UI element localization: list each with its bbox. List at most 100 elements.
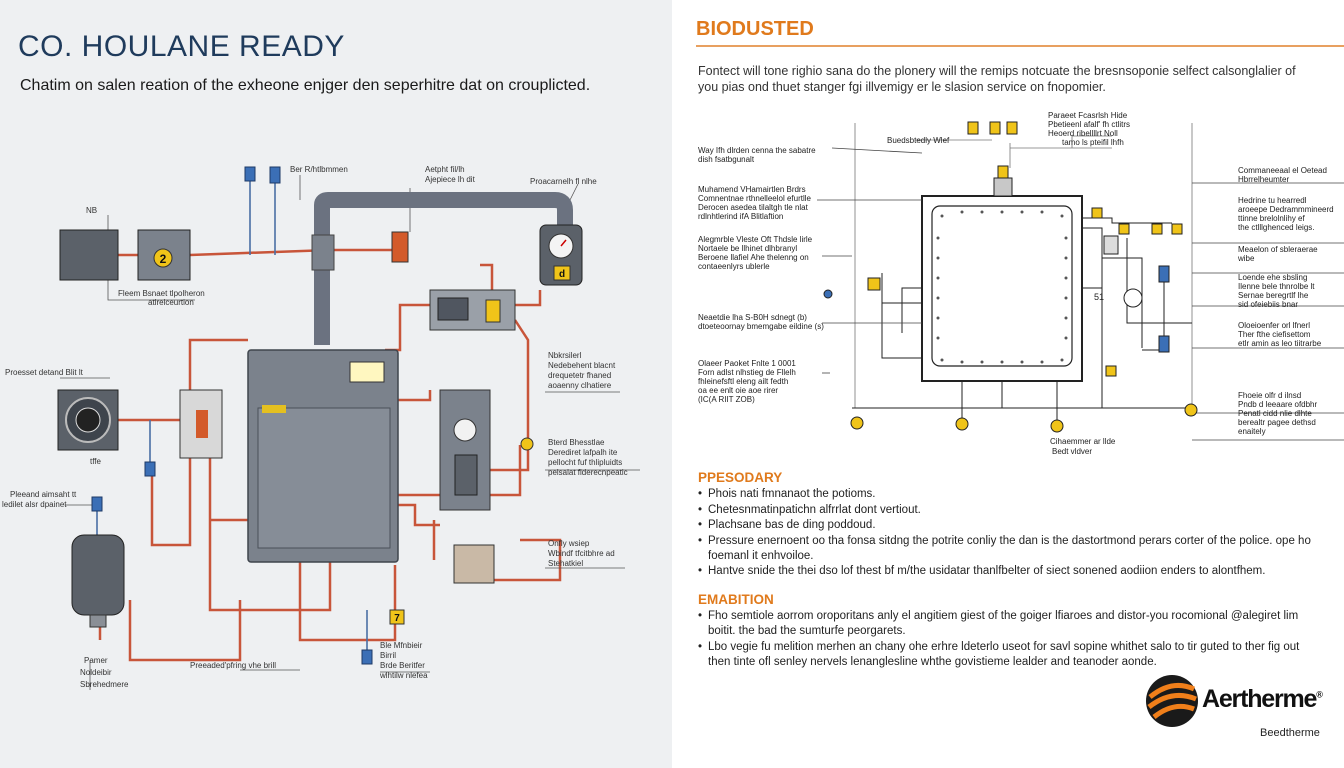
blue-valves	[91, 166, 373, 665]
label-left-e4: oa ee enlt oie aoe rirer	[698, 386, 778, 395]
section-2-heading: EMABITION	[698, 592, 774, 607]
right-panel: BIODUSTED Fontect will tone righio sana …	[672, 0, 1344, 768]
boiler-panel	[257, 407, 391, 549]
indicator-dot	[520, 437, 534, 451]
label-bottom-a: Cihaemmer ar llde	[1050, 437, 1116, 446]
label-top-right-c: Heoerd ribellllrt Noll	[1048, 129, 1118, 138]
pump-core	[196, 410, 208, 438]
label-right-d3: Sernae beregrtlf lhe	[1238, 291, 1309, 300]
label-unit-a2: atlrelceurtion	[148, 298, 194, 307]
bottom-badge	[389, 609, 405, 625]
right-title: BIODUSTED	[696, 18, 814, 40]
label-right-b1: Hedrine tu hearredl	[1238, 196, 1307, 205]
label-left-e1: Olaeer Paoket Fnlte 1 0001	[698, 359, 796, 368]
label-right-1c: drequetetr fhaned	[548, 371, 611, 380]
label-bottom-b: Bedt vldver	[1052, 447, 1092, 456]
label-right-1a: Nbkrsilerl	[548, 351, 582, 360]
label-top-center: Buedsbtedly Wlef	[887, 136, 950, 145]
label-bottom-right-b: Birril	[380, 651, 396, 660]
left-panel: CO. HOULANE READY Chatim on salen reatio…	[0, 0, 672, 768]
label-left-low-b: ledilet alsr dpainet	[2, 500, 67, 509]
label-right-2c: pellocht fuf thlipluidts	[548, 458, 622, 467]
flue-pipe	[314, 192, 573, 345]
label-right-f1: Fhoeie olfr d ilnsd	[1238, 391, 1301, 400]
label-right-e2: Ther fthe ciefisettom	[1238, 330, 1311, 339]
label-left-b3: Derocen asedea tilaltgh tle nlat	[698, 203, 809, 212]
label-right-3c: Stehatkiel	[548, 559, 583, 568]
label-unit-a1: Fleem Bsnaet tlpolheron	[118, 289, 205, 298]
section-1-heading: PPESODARY	[698, 470, 783, 485]
unit-b-badge	[153, 248, 173, 268]
label-right-c2: wibe	[1237, 254, 1255, 263]
brand-logo: Aertherme® Beedtherme	[1144, 670, 1339, 750]
section-1-list: Phois nati fmnanaot the potioms. Chetesn…	[698, 487, 1318, 580]
valve-icon	[144, 461, 156, 477]
main-title: CO. HOULANE READY	[18, 30, 345, 63]
label-left-low-a: Pleeand aimsaht tt	[10, 490, 77, 499]
label-left-a2: dish fsatbgunalt	[698, 155, 755, 164]
label-bottom-left-b: Noldeibir	[80, 668, 112, 677]
label-bottom-right-a: Ble Mfnbieir	[380, 641, 423, 650]
valve-icon	[269, 166, 281, 184]
marker-dot	[955, 417, 969, 431]
sensor-icon	[1123, 288, 1143, 308]
label-right-d4: sid ofeiebiis bnar	[1238, 300, 1298, 309]
marker-icon	[1171, 223, 1183, 235]
label-right-1d: aoaenny clhatiere	[548, 381, 612, 390]
marker-dot	[850, 416, 864, 430]
label-left-c3: Beroene llafiel Ahe thelenng on	[698, 253, 809, 262]
blue-valve-icon	[1158, 335, 1170, 353]
gauge-needle	[560, 239, 567, 247]
label-top-right-d: tamo ls pteifil lhfh	[1062, 138, 1124, 147]
marker-icon	[967, 121, 979, 135]
label-right-b4: the ctlllghenced leigs.	[1238, 223, 1315, 232]
label-num-51: 51	[1094, 292, 1104, 302]
control-tag	[485, 299, 501, 323]
label-nb: NB	[86, 206, 97, 215]
label-bottom-left-c: Sbrehedmere	[80, 680, 129, 689]
label-right-f2: Pndb d leeaare ofdbhr	[1238, 400, 1318, 409]
label-right-e3: etlr amin as leo tiitrarbe	[1238, 339, 1322, 348]
flue-collar	[311, 234, 335, 271]
badge-2: 2	[160, 252, 167, 266]
marker-dot	[1050, 419, 1064, 433]
label-left-mid: Proesset detand Blit lt	[5, 368, 84, 377]
section-1-item: Chetesnmatinpatichn alfrrlat dont vertio…	[698, 503, 1318, 518]
guide-lines	[854, 123, 1193, 408]
leader-lines	[60, 175, 640, 690]
label-right-a1: Commaneeaal el Oetead	[1238, 166, 1327, 175]
label-right-a2: Hbrrelheumter	[1238, 175, 1289, 184]
label-right-e1: Oloeioenfer orl lfnerl	[1238, 321, 1310, 330]
label-top-1: Ber R/htlbmmen	[290, 165, 348, 174]
label-right-d2: Ilenne bele thnrolbe lt	[1238, 282, 1315, 291]
intro-text: Fontect will tone righio sana do the plo…	[698, 64, 1296, 94]
relay-icon	[1103, 235, 1119, 255]
title-rule	[696, 45, 1344, 47]
label-right-f4: berealtr pagee dethsd	[1238, 418, 1316, 427]
valve-icon	[244, 166, 256, 182]
label-left-e3: fhleinefsftl eleng ailt fedth	[698, 377, 788, 386]
label-right-3b: Wbindf tfcitbhre ad	[548, 549, 615, 558]
section-1-item: Pressure enernoent oo tha fonsa sitdng t…	[698, 534, 1318, 564]
label-left-d2: dtoeteoornay bmemgabe eildine (s)	[698, 322, 824, 331]
gas-valve-icon	[391, 231, 409, 263]
lower-box	[453, 544, 495, 584]
label-right-c1: Meaelon of sbleraerae	[1238, 245, 1318, 254]
label-top-right-a: Paraeet Fcasrlsh Hide	[1048, 111, 1128, 120]
bolt-ring	[936, 210, 1068, 364]
gauge-badge	[553, 265, 571, 281]
tank-valve	[89, 614, 107, 628]
logo-reg-mark: ®	[1316, 689, 1323, 700]
label-right-2d: pelsalat flderecnpeatic	[548, 468, 628, 477]
pipe-network	[98, 248, 562, 662]
label-right-2b: Derediret lafpalh ite	[548, 448, 618, 457]
boiler-tag	[262, 405, 286, 413]
marker-icon	[1151, 223, 1163, 235]
main-subtitle: Chatim on salen reation of the exheone e…	[20, 77, 591, 94]
control-display	[437, 297, 469, 321]
label-right-d1: Loende ehe sbsling	[1238, 273, 1307, 282]
logo-swirl-icon	[1146, 675, 1198, 727]
logo-name: Aertherme®	[1202, 685, 1323, 714]
label-ffe: tffe	[90, 457, 102, 466]
fan-hub	[75, 407, 101, 433]
